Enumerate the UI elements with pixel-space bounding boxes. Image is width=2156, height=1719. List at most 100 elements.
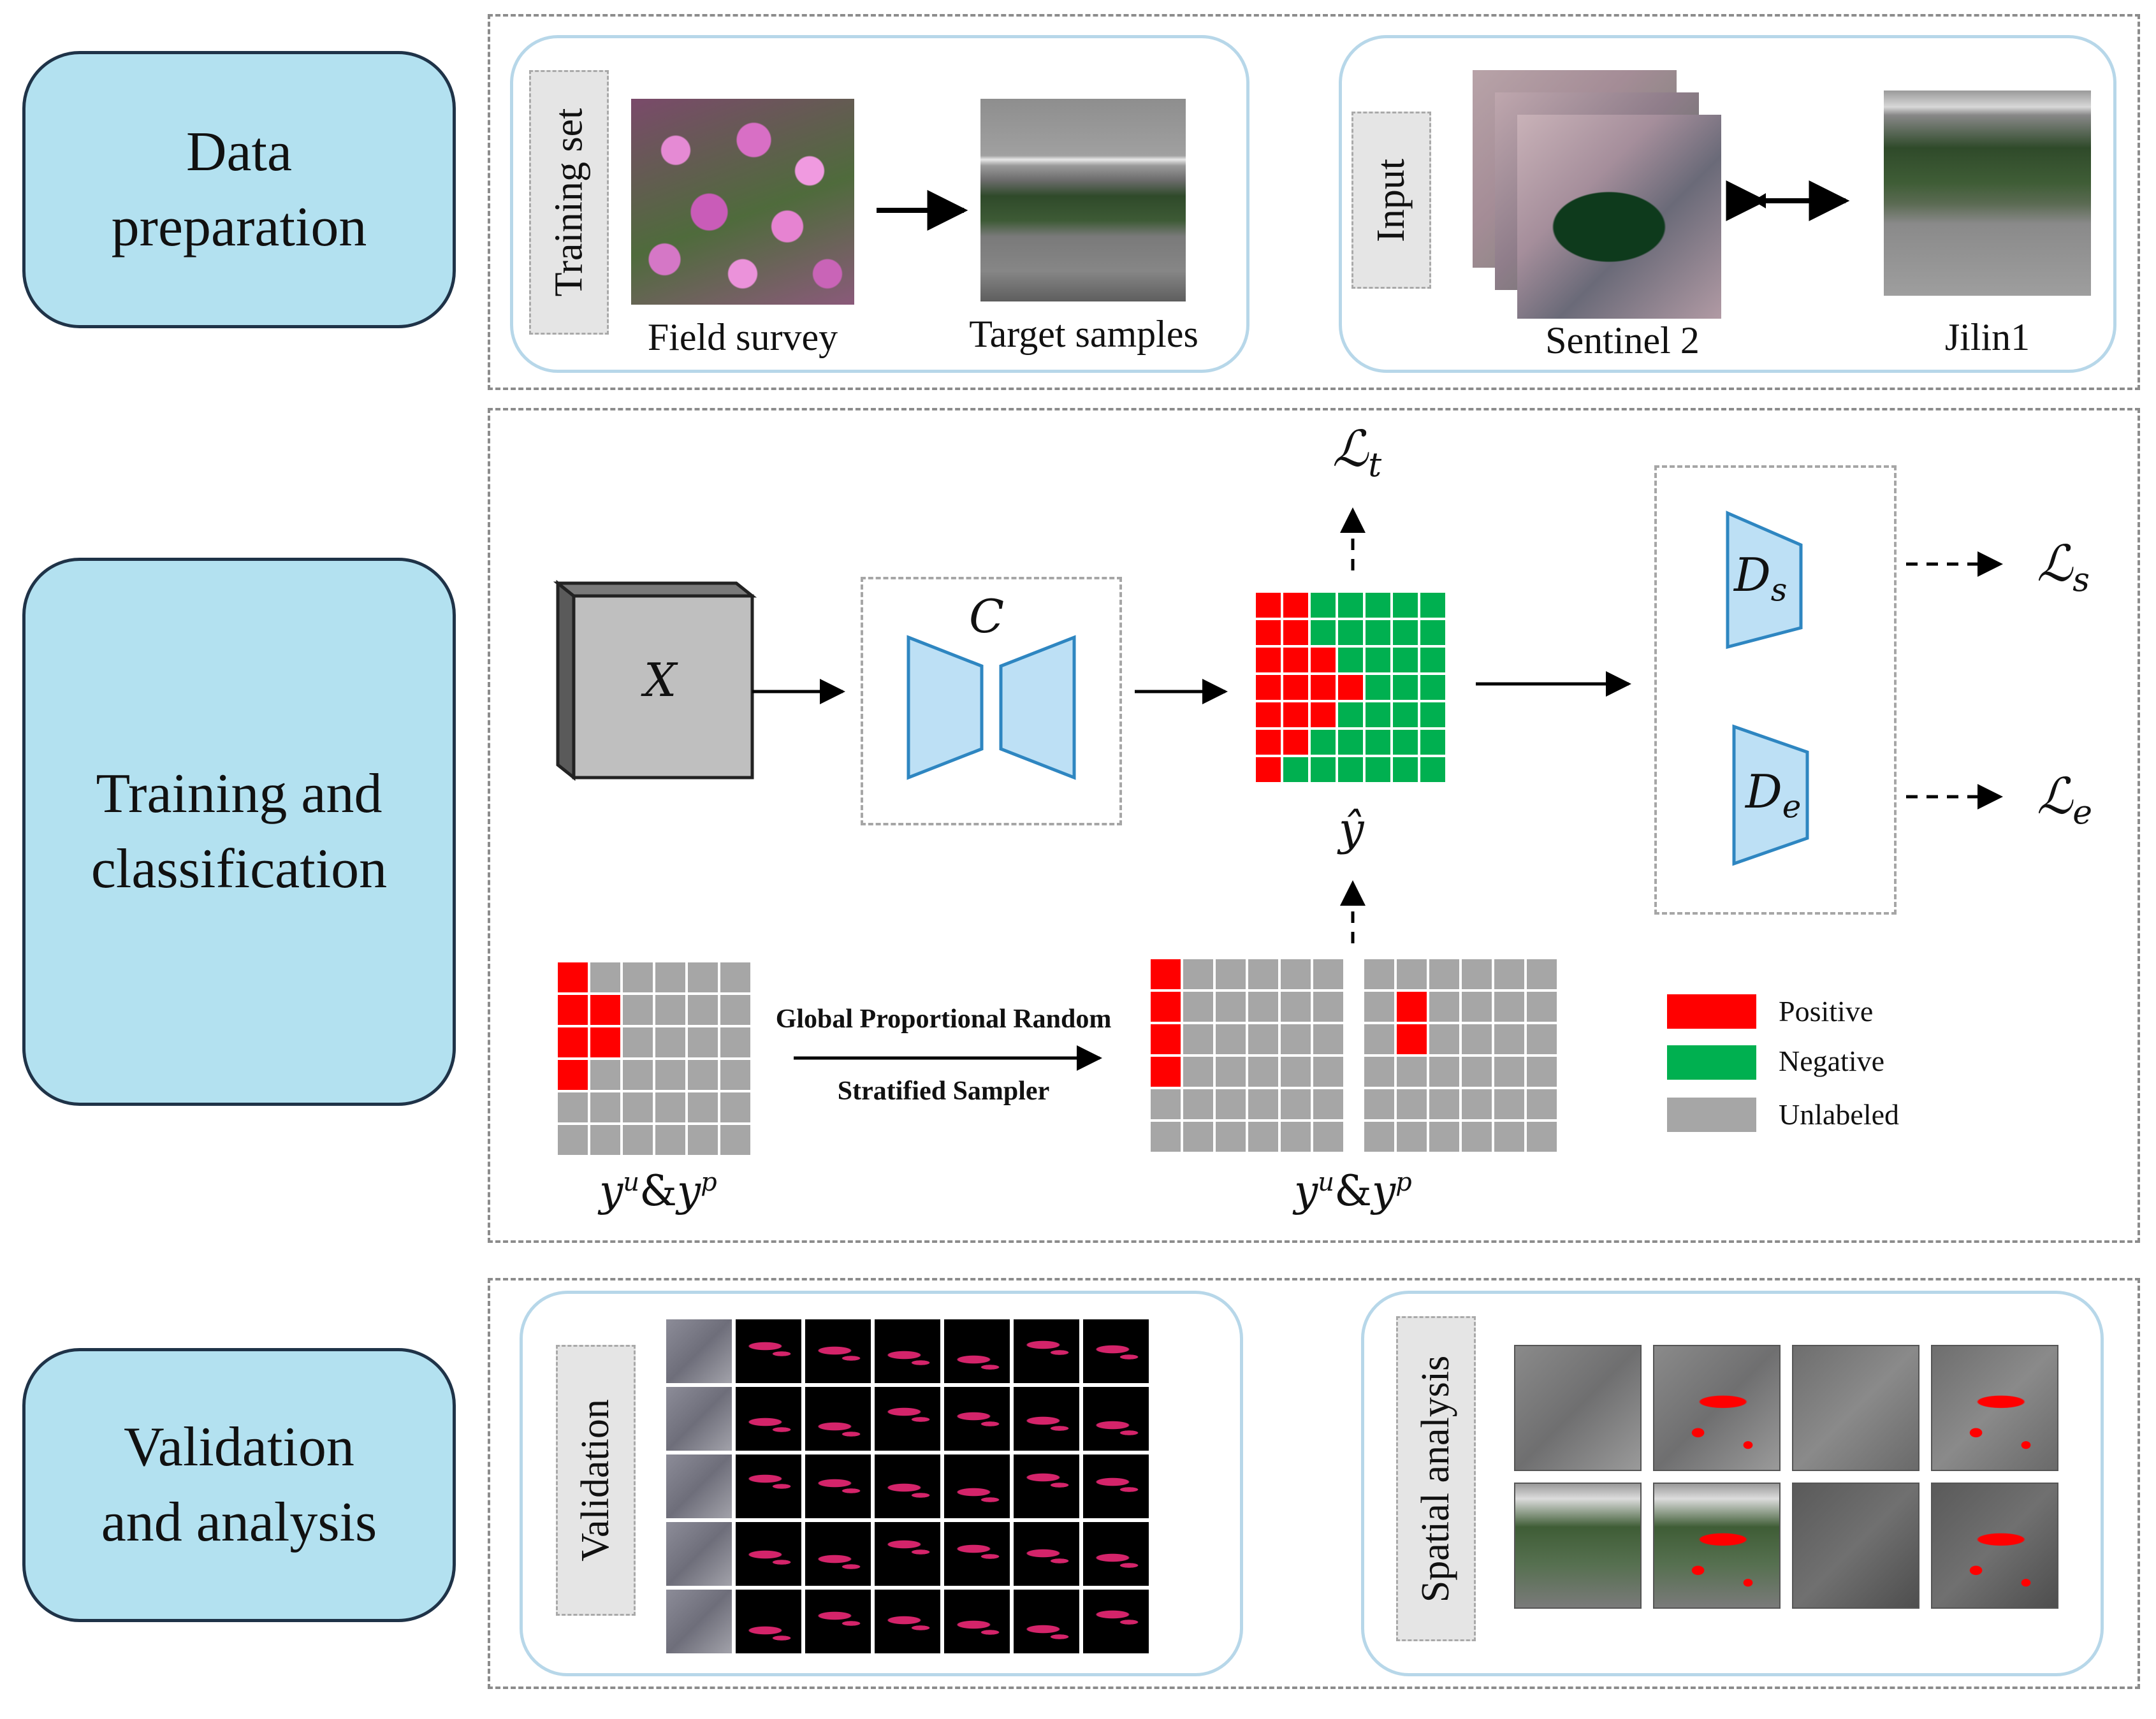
validation-mask-image: [944, 1590, 1010, 1653]
validation-mask-image: [1014, 1319, 1079, 1383]
grid-cell: [1281, 1122, 1311, 1152]
grid-cell: [1216, 959, 1246, 989]
grid-cell: [1281, 1024, 1311, 1054]
validation-mask-image: [736, 1590, 801, 1653]
validation-mask-image: [805, 1387, 871, 1451]
y-p-sup-mid: p: [1395, 1168, 1412, 1197]
grid-cell: [623, 1092, 653, 1122]
grid-cell: [1151, 1122, 1181, 1152]
grid-cell: [558, 962, 588, 992]
grid-cell: [1338, 730, 1363, 755]
grid-cell: [1462, 1122, 1492, 1152]
grid-cell: [655, 962, 685, 992]
grid-cell: [1494, 1122, 1524, 1152]
grid-cell: [720, 1027, 750, 1057]
grid-cell: [1151, 959, 1181, 989]
discriminator-box: [1654, 465, 1897, 915]
grid-cell: [1364, 992, 1394, 1022]
y-p-base: y: [676, 1166, 701, 1215]
grid-cell: [688, 962, 718, 992]
grid-cell: [1338, 593, 1363, 618]
grid-cell: [1313, 992, 1343, 1022]
loss-s-subscript: s: [2072, 561, 2090, 600]
grid-cell: [1494, 1089, 1524, 1119]
loss-e-symbol: ℒ: [2037, 768, 2073, 825]
validation-mask-image: [805, 1590, 871, 1653]
grid-cell: [655, 1027, 685, 1057]
y-u-base: y: [599, 1166, 623, 1215]
classifier-symbol: C: [969, 590, 1004, 643]
grid-cell: [1527, 1057, 1557, 1087]
grid-cell: [655, 1092, 685, 1122]
grid-cell: [1313, 1057, 1343, 1087]
spatial-source-image: [1514, 1483, 1642, 1609]
grid-cell: [1313, 1024, 1343, 1054]
validation-mask-image: [736, 1454, 801, 1518]
sentinel-image-front: [1517, 115, 1721, 319]
validation-mask-image: [944, 1387, 1010, 1451]
grid-cell: [623, 995, 653, 1025]
validation-mask-image: [736, 1522, 801, 1586]
field-survey-photo: [631, 99, 854, 305]
grid-cell: [1256, 730, 1281, 755]
validation-source-image: [666, 1454, 732, 1518]
grid-cell: [1527, 1024, 1557, 1054]
grid-cell: [1256, 702, 1281, 727]
grid-cell: [1216, 1024, 1246, 1054]
jilin-caption: Jilin1: [1944, 316, 2030, 358]
classifier-box: [861, 577, 1122, 825]
grid-cell: [1151, 1024, 1181, 1054]
grid-cell: [1420, 757, 1445, 782]
grid-cell: [1393, 620, 1418, 645]
classifier-symbol-text: C: [969, 590, 1005, 643]
label-grid-sampled-unlabeled: [1364, 959, 1559, 1154]
grid-cell: [1364, 1122, 1394, 1152]
grid-cell: [1366, 593, 1390, 618]
grid-cell: [623, 1027, 653, 1057]
validation-mask-image: [875, 1454, 940, 1518]
grid-cell: [1311, 702, 1336, 727]
decoder-shape: [999, 635, 1076, 780]
y-u-sup-mid: u: [1318, 1168, 1335, 1197]
grid-cell: [1364, 959, 1394, 989]
grid-cell: [1183, 992, 1213, 1022]
grid-cell: [688, 1092, 718, 1122]
grid-cell: [655, 1125, 685, 1155]
validation-mask-image: [1083, 1387, 1149, 1451]
grid-cell: [623, 1060, 653, 1090]
ampersand-mid: &: [1334, 1166, 1372, 1215]
grid-cell: [1313, 1122, 1343, 1152]
grid-cell: [1338, 675, 1363, 700]
grid-cell: [720, 962, 750, 992]
grid-cell: [1366, 757, 1390, 782]
validation-mask-image: [875, 1590, 940, 1653]
disc-e-subscript: e: [1782, 788, 1802, 825]
grid-cell: [1313, 959, 1343, 989]
grid-cell: [1397, 1057, 1427, 1087]
label-grid-sampled-positive: [1151, 959, 1345, 1154]
jilin-image: [1884, 91, 2091, 296]
grid-cell: [1364, 1089, 1394, 1119]
grid-cell: [1527, 1122, 1557, 1152]
spatial-source-image: [1792, 1345, 1919, 1471]
training-set-tag: Training set: [529, 70, 609, 335]
validation-tag: Validation: [556, 1345, 636, 1616]
grid-cell: [1256, 593, 1281, 618]
y-hat-label: ŷ: [1339, 803, 1364, 855]
discriminator-e-shape: [1732, 724, 1809, 866]
grid-cell: [1393, 757, 1418, 782]
grid-cell: [1393, 730, 1418, 755]
spatial-analysis-tag-label: Spatial analysis: [1414, 1355, 1458, 1602]
grid-cell: [1183, 1057, 1213, 1087]
grid-cell: [1462, 1024, 1492, 1054]
grid-cell: [1397, 992, 1427, 1022]
grid-cell: [1494, 1057, 1524, 1087]
disc-s-subscript: s: [1770, 571, 1788, 609]
grid-cell: [1494, 992, 1524, 1022]
stage-validation-label: Validation and analysis: [101, 1416, 377, 1553]
grid-cell: [1366, 702, 1390, 727]
y-p-base-mid: y: [1371, 1166, 1396, 1215]
grid-cell: [1420, 648, 1445, 672]
spatial-source-image: [1792, 1483, 1919, 1609]
